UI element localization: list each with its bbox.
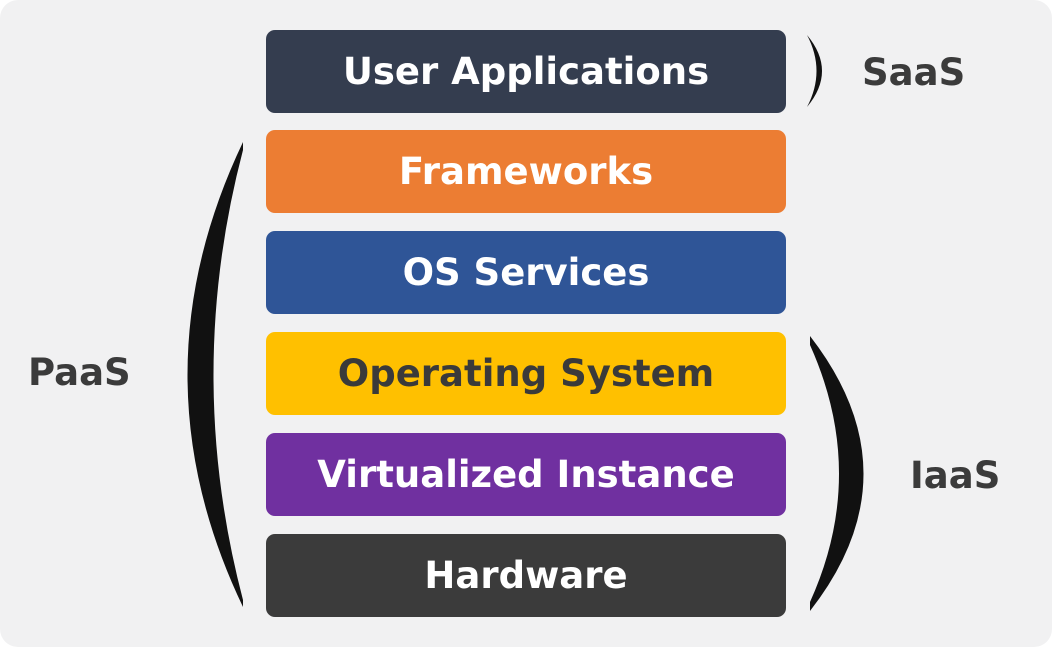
layer-label: Hardware <box>424 554 628 597</box>
saas-label: SaaS <box>862 51 966 94</box>
layer-user-applications: User Applications <box>266 30 786 113</box>
paas-bracket <box>187 142 243 607</box>
paas-label: PaaS <box>28 351 131 394</box>
layer-virtualized-instance: Virtualized Instance <box>266 433 786 516</box>
iaas-label: IaaS <box>910 454 1001 497</box>
saas-bracket <box>807 35 822 107</box>
layer-os-services: OS Services <box>266 231 786 314</box>
layer-label: Virtualized Instance <box>317 453 735 496</box>
layer-frameworks: Frameworks <box>266 130 786 213</box>
iaas-bracket <box>810 336 864 611</box>
layer-hardware: Hardware <box>266 534 786 617</box>
layer-label: OS Services <box>402 251 650 294</box>
layer-label: Frameworks <box>398 150 654 193</box>
layer-label: Operating System <box>337 352 715 395</box>
layer-operating-system: Operating System <box>266 332 786 415</box>
layer-label: User Applications <box>342 50 710 93</box>
